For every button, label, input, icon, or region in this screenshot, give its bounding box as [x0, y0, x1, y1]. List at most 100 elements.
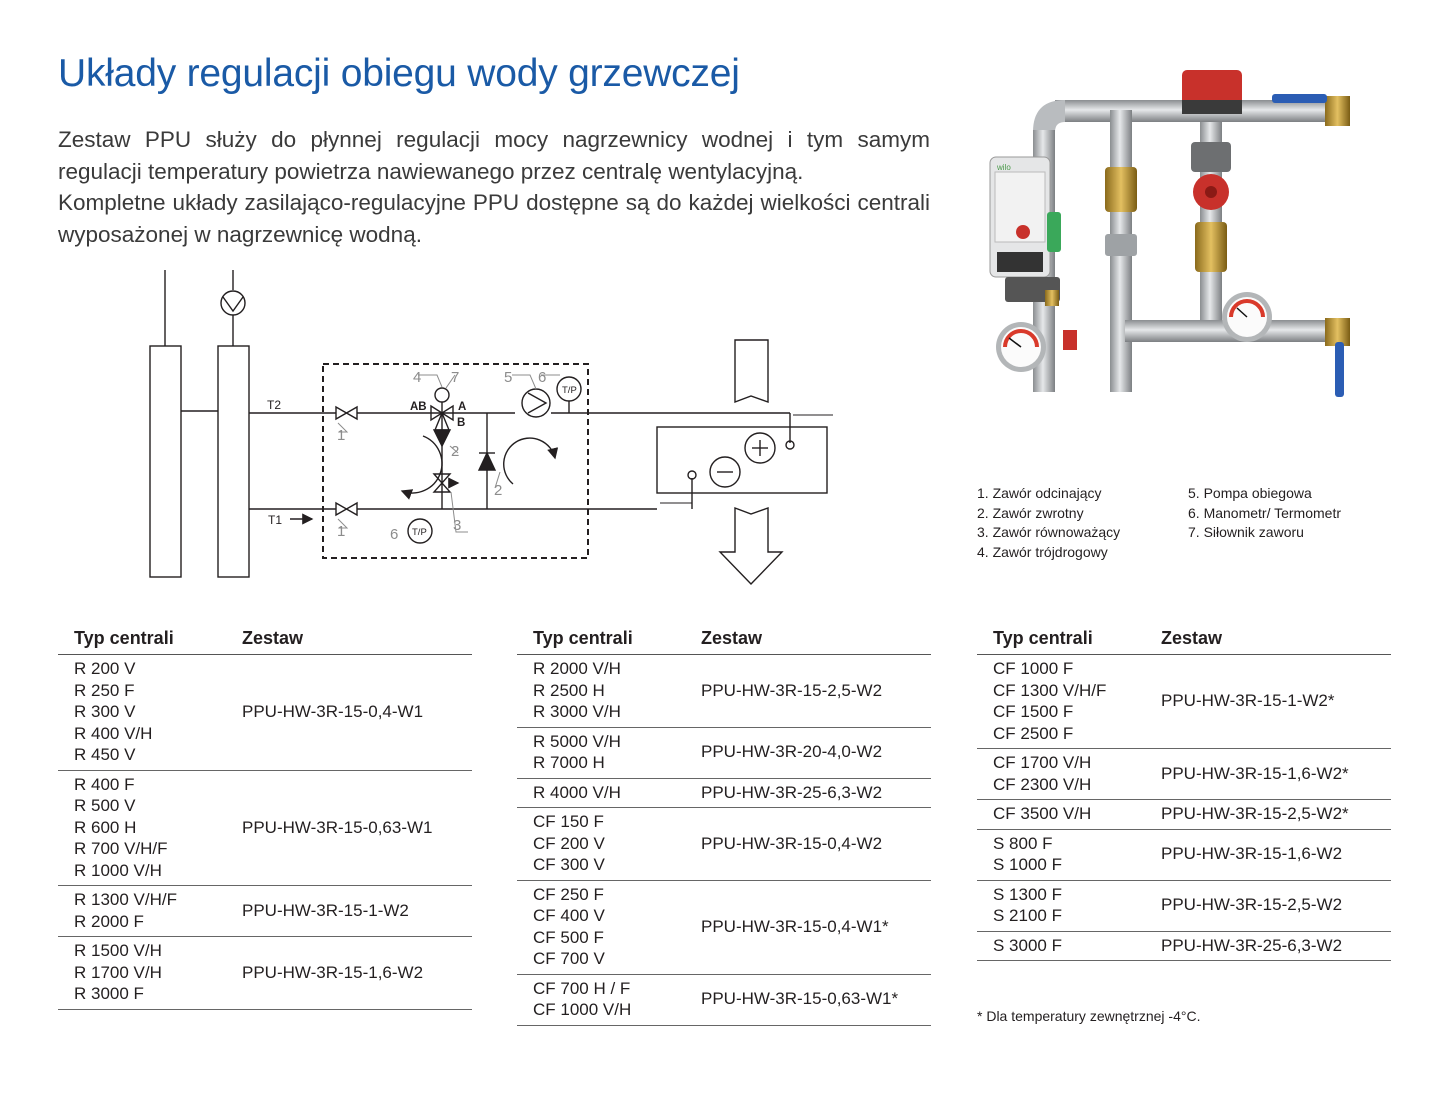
legend-item: 4. Zawór trójdrogowy: [977, 543, 1108, 560]
flow-rotation-arrow: [400, 435, 443, 500]
legend-item: 3. Zawór równoważący: [977, 524, 1121, 540]
boiler-column-left: [149, 345, 182, 578]
ball-valve-handle-top: [1272, 94, 1327, 103]
shutoff-valve-bottom-icon: [335, 501, 358, 517]
boiler-column-right: [217, 345, 250, 578]
intro-text: Zestaw PPU służy do płynnej regulacji mo…: [58, 124, 930, 250]
callout-2-bypass: 2: [494, 482, 502, 499]
callout-3: 3: [453, 517, 461, 534]
model-list: R 4000 V/H: [517, 778, 685, 808]
column-header-kit: Zestaw: [226, 626, 472, 655]
callout-1-top: 1: [337, 427, 345, 444]
legend-left: 1. Zawór odcinający 2. Zawór zwrotny 3. …: [977, 484, 1120, 562]
legend-item: 5. Pompa obiegowa: [1188, 485, 1312, 501]
callout-7: 7: [451, 369, 459, 386]
check-valve-bypass-icon: [477, 451, 497, 471]
minus-coil-icon: [709, 456, 741, 488]
page-title: Układy regulacji obiegu wody grzewczej: [58, 52, 740, 95]
footnote: * Dla temperatury zewnętrznej -4°C.: [977, 1008, 1201, 1024]
callout-1-bottom: 1: [337, 523, 345, 540]
air-outlet-arrow: [718, 506, 784, 586]
kit-name: PPU-HW-3R-15-2,5-W2: [1145, 880, 1391, 932]
source-pump-triangle: [222, 296, 244, 313]
legend-right: 5. Pompa obiegowa 6. Manometr/ Termometr…: [1188, 484, 1341, 543]
three-way-valve-icon: [430, 404, 454, 422]
column-header-model: Typ centrali: [977, 626, 1145, 655]
kit-name: PPU-HW-3R-15-0,63-W1: [226, 770, 472, 886]
check-valve-left-icon: [432, 429, 452, 448]
legend-item: 2. Zawór zwrotny: [977, 504, 1084, 521]
legend-item: 1. Zawór odcinający: [977, 485, 1102, 501]
plus-coil-icon: [744, 432, 776, 464]
kit-name: PPU-HW-3R-15-2,5-W2*: [1145, 799, 1391, 830]
callout-5: 5: [504, 369, 512, 386]
kit-name: PPU-HW-3R-15-2,5-W2: [685, 654, 931, 728]
air-inlet-duct: [734, 339, 769, 404]
legend-item: 6. Manometr/ Termometr: [1188, 504, 1342, 521]
label-t1: T1: [268, 513, 282, 527]
heater-box: [656, 426, 828, 494]
flow-rotation-arrow: [503, 437, 559, 485]
pump-brand: wilo: [996, 163, 1011, 172]
column-header-kit: Zestaw: [1145, 626, 1391, 655]
kit-name: PPU-HW-3R-15-0,63-W1*: [685, 974, 931, 1026]
air-vent-icon: [785, 440, 795, 450]
column-header-kit: Zestaw: [685, 626, 931, 655]
shutoff-valve-top-icon: [335, 405, 358, 421]
callout-4: 4: [413, 369, 421, 386]
ppu-kit-photo: wilo: [989, 70, 1350, 397]
model-list: CF 3500 V/H: [977, 799, 1145, 830]
kit-name: PPU-HW-3R-15-1,6-W2: [226, 936, 472, 1010]
kit-name: PPU-HW-3R-20-4,0-W2: [685, 727, 931, 779]
kit-name: PPU-HW-3R-15-1-W2*: [1145, 654, 1391, 749]
gauge-bottom-icon: [407, 518, 433, 544]
label-t2: T2: [267, 398, 281, 412]
callout-2-left: 2: [451, 443, 459, 460]
intro-paragraph-1: Zestaw PPU służy do płynnej regulacji mo…: [58, 127, 930, 184]
kit-name: PPU-HW-3R-25-6,3-W2: [685, 778, 931, 808]
column-header-model: Typ centrali: [517, 626, 685, 655]
kit-name: PPU-HW-3R-15-0,4-W1: [226, 654, 472, 771]
column-header-model: Typ centrali: [58, 626, 226, 655]
actuator-icon: [434, 387, 450, 403]
ppu-kit-frame: [322, 363, 589, 559]
label-a: A: [458, 401, 466, 413]
callout-6-top: 6: [538, 369, 546, 386]
balancing-valve-icon: [432, 473, 452, 493]
intro-paragraph-2: Kompletne układy zasilająco-regulacyjne …: [58, 190, 930, 247]
kit-name: PPU-HW-3R-15-1,6-W2: [1145, 829, 1391, 881]
callout-6-bottom: 6: [390, 526, 398, 543]
kit-name: PPU-HW-3R-25-6,3-W2: [1145, 931, 1391, 961]
model-list: S 3000 F: [977, 931, 1145, 961]
kit-name: PPU-HW-3R-15-1,6-W2*: [1145, 748, 1391, 800]
